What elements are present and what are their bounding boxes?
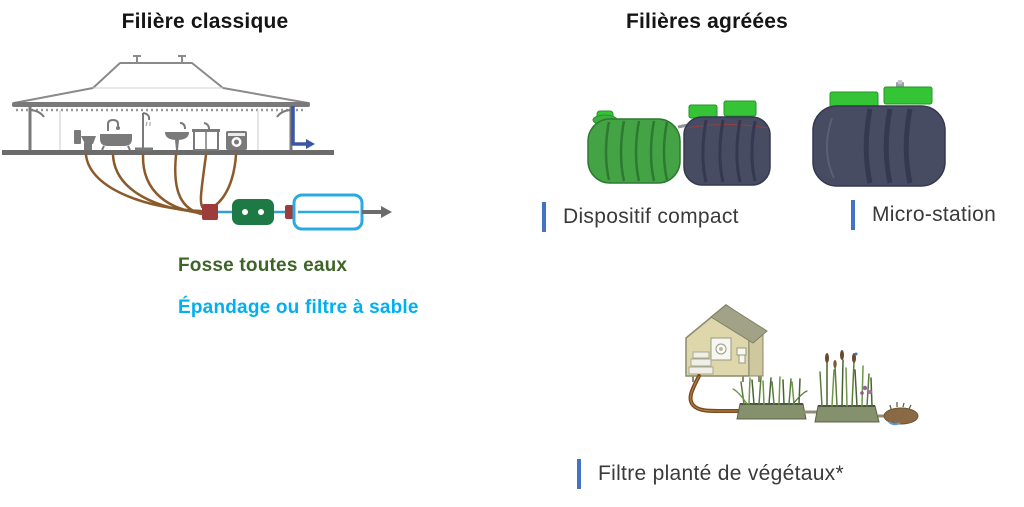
sand-filter-icon xyxy=(292,193,364,231)
bathtub-icon xyxy=(100,118,132,151)
planted-bed-2 xyxy=(814,350,880,423)
house-walls xyxy=(28,107,293,151)
compact-device-label-text: Dispositif compact xyxy=(563,205,739,228)
approved-column-title: Filières agréées xyxy=(626,10,788,33)
kitchen-sink-icon xyxy=(192,122,220,151)
classic-column-title: Filière classique xyxy=(121,10,289,33)
rainwater-pipe xyxy=(291,106,315,149)
fosse-caption: Fosse toutes eaux xyxy=(178,255,348,276)
inlet-junction xyxy=(202,204,218,220)
small-house xyxy=(685,304,768,382)
toilet-icon xyxy=(74,130,96,150)
classic-house-diagram xyxy=(2,55,392,231)
label-accent-bar xyxy=(577,459,581,489)
label-accent-bar xyxy=(542,202,546,232)
label-accent-bar xyxy=(851,200,855,230)
compact-gray-tank xyxy=(683,100,771,186)
planted-bed-1 xyxy=(732,376,808,420)
planted-filter-label-text: Filtre planté de végétaux* xyxy=(598,462,844,485)
septic-tank-icon xyxy=(232,199,274,225)
compact-device-label: Dispositif compact xyxy=(542,202,739,232)
compact-device-illustration xyxy=(587,100,771,186)
micro-station-illustration xyxy=(812,80,946,187)
compact-green-tank xyxy=(587,110,681,184)
planted-filter-label: Filtre planté de végétaux* xyxy=(577,459,844,489)
micro-station-label-text: Micro-station xyxy=(872,203,997,226)
washing-machine-icon xyxy=(226,131,247,150)
micro-station-label: Micro-station xyxy=(851,200,996,230)
ground-line xyxy=(2,150,334,155)
planted-filter-illustration xyxy=(685,304,919,426)
washbasin-icon xyxy=(165,122,189,150)
outflow-arrow xyxy=(362,206,392,218)
house-roof xyxy=(12,55,310,112)
shower-icon xyxy=(135,112,153,151)
outlet-soil-mound xyxy=(878,402,919,426)
epandage-caption: Épandage ou filtre à sable xyxy=(178,297,419,318)
house-outlet-pipe xyxy=(688,374,744,413)
